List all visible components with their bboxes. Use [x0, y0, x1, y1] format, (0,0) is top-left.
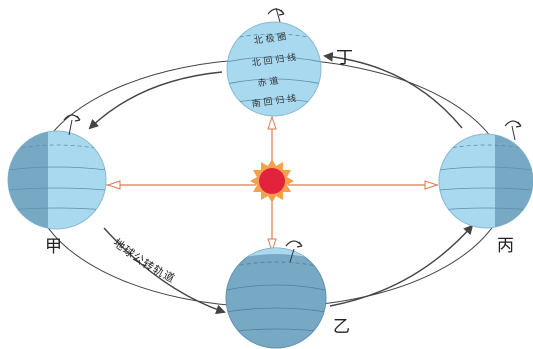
position-label-jia: 甲	[45, 237, 62, 257]
ray-arrow-icon	[424, 180, 439, 190]
orbit-label: 地球公转轨道	[111, 236, 178, 285]
position-label-yi: 乙	[333, 317, 350, 337]
orbit-arrow-icon	[103, 227, 226, 315]
sun-icon	[250, 159, 294, 203]
earth-jia	[7, 119, 107, 230]
rotation-arrow-icon	[63, 114, 81, 122]
earth-ding: 北 极 圈 北 回 归 线 赤 道 南 回 归 线	[226, 7, 322, 117]
ray-arrow-icon	[106, 180, 121, 190]
orbit-arrow-icon	[88, 71, 223, 130]
position-label-bing: 丙	[497, 236, 514, 256]
earth-bing	[438, 125, 533, 229]
rotation-arrow-icon	[285, 240, 303, 248]
ray-arrow-icon	[267, 115, 277, 130]
orbit-label-text: 地球公转轨道	[111, 236, 177, 285]
earth-yi	[225, 247, 327, 349]
orbit-arrow-icon	[323, 51, 463, 129]
orbit-arrow-icon	[329, 224, 474, 307]
position-label-ding: 丁	[336, 48, 353, 68]
ray-arrow-icon	[267, 238, 277, 253]
rotation-arrow-icon	[267, 8, 285, 16]
equator-label: 赤 道	[257, 74, 279, 89]
rotation-arrow-icon	[504, 120, 522, 128]
